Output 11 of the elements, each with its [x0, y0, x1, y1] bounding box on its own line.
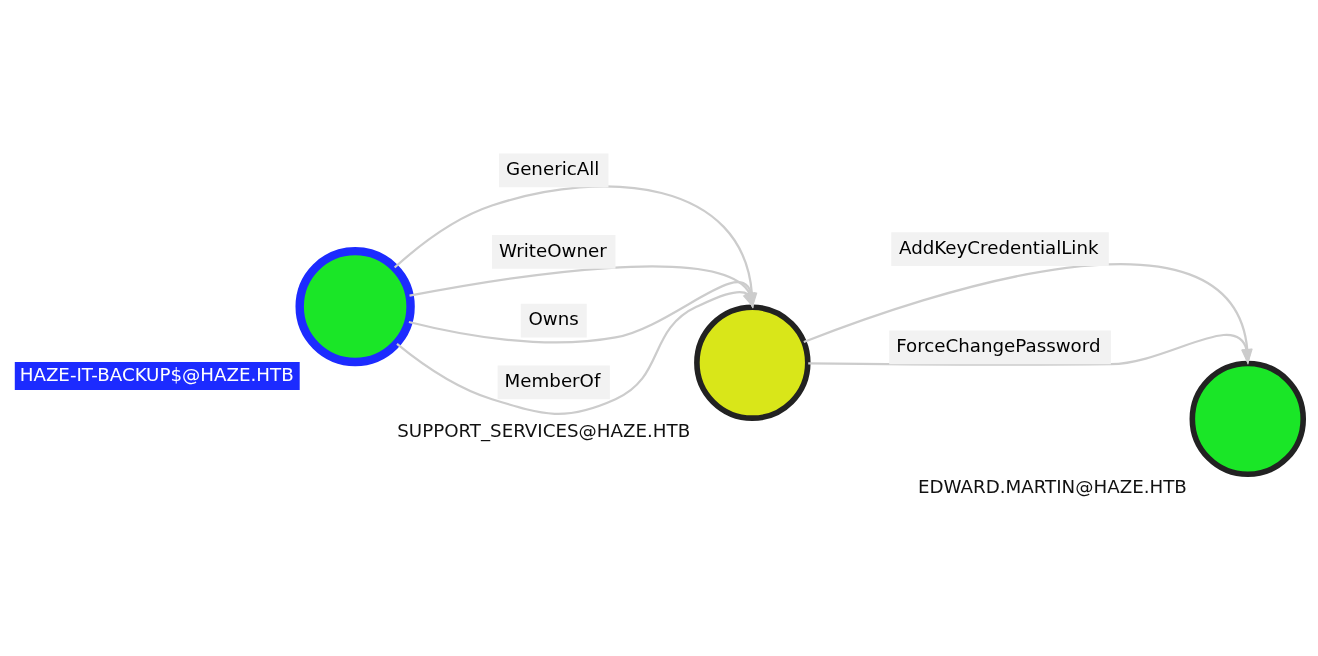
edge-label: AddKeyCredentialLink	[899, 236, 1099, 258]
node-label: EDWARD.MARTIN@HAZE.HTB	[917, 476, 1187, 498]
edge-label: Owns	[528, 308, 579, 330]
edge-label: GenericAll	[506, 158, 600, 180]
arrow	[808, 334, 1252, 366]
edge-label: MemberOf	[504, 370, 601, 392]
edge-label: ForceChangePassword	[896, 335, 1101, 357]
node-label: SUPPORT_SERVICES@HAZE.HTB	[397, 419, 691, 441]
node-circle	[694, 304, 811, 421]
edge-label: WriteOwner	[499, 239, 607, 261]
node-circle	[1189, 360, 1306, 478]
